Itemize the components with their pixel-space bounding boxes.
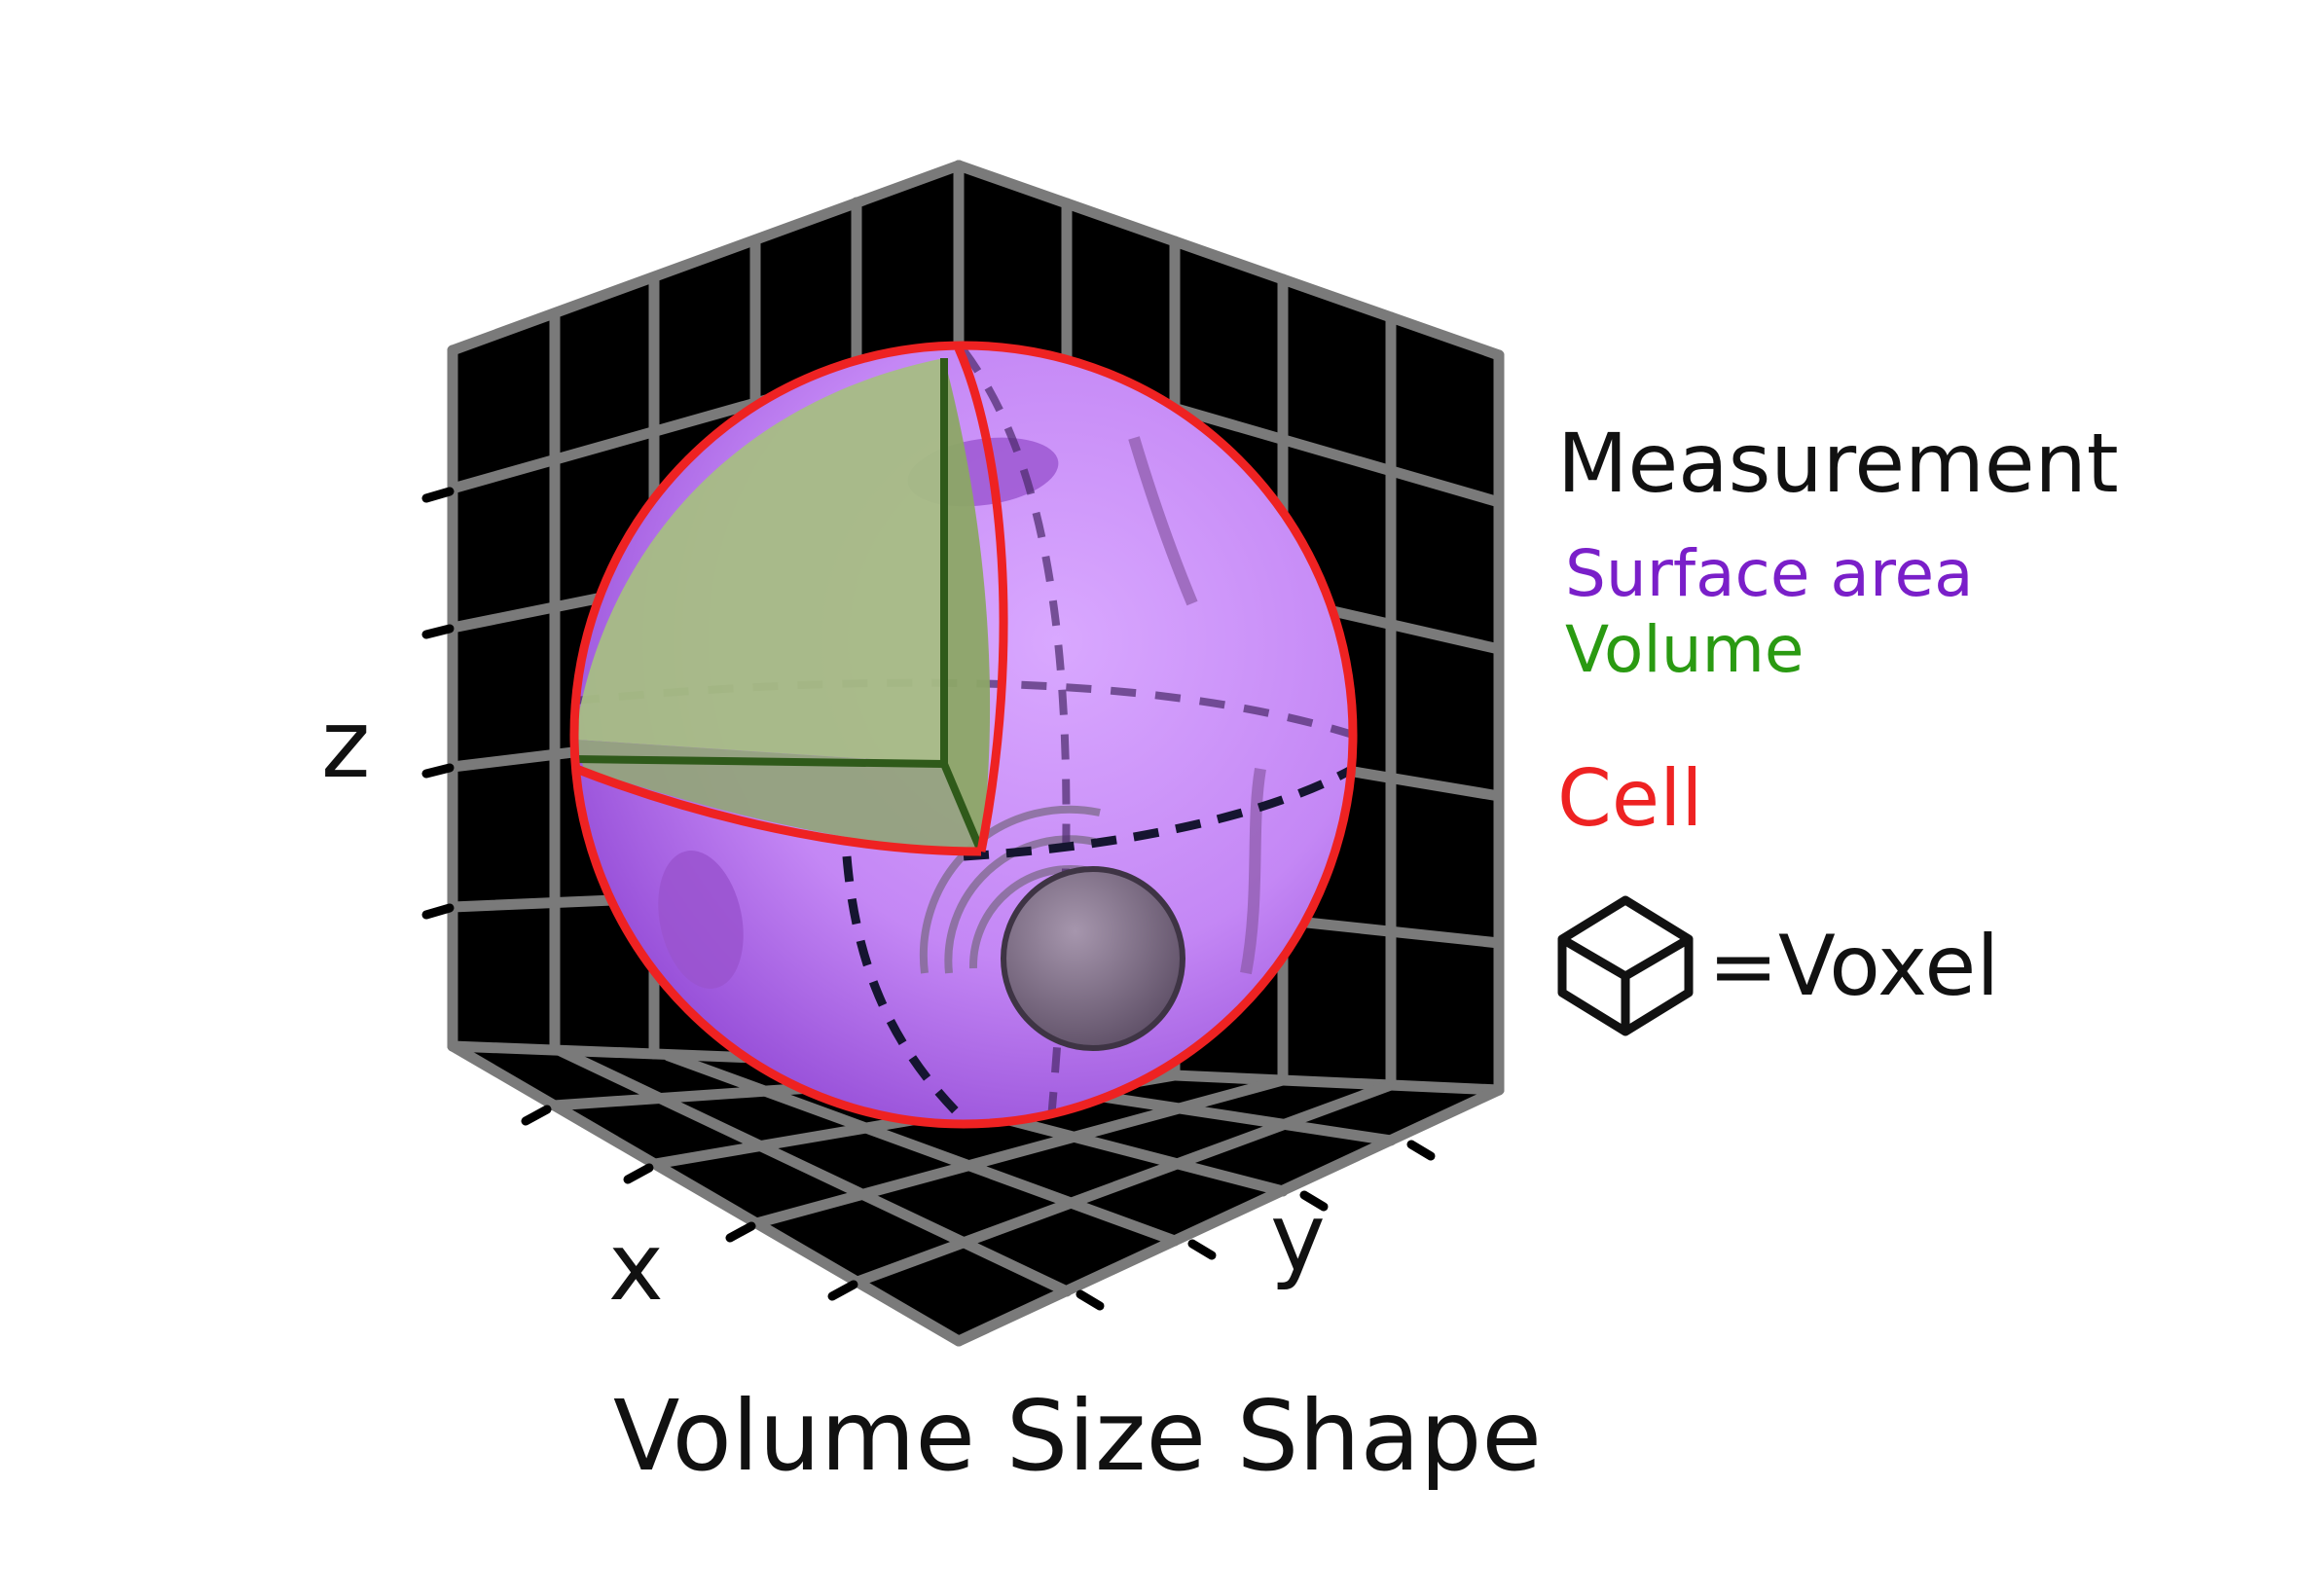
volume-wedge-side [944,358,991,852]
volume-wedge-bottom [574,740,981,852]
legend-surface-area: Surface area [1565,536,1974,611]
axis-label-x: x [608,1213,664,1322]
legend-voxel: =Voxel [1708,918,1999,1015]
diagram-title: Volume Size Shape [613,1379,1542,1493]
axis-label-y: y [1270,1183,1326,1292]
cytoskeleton-strand [1128,436,1198,606]
volume-wedge-front [574,358,944,764]
nucleus [1001,866,1185,1051]
axis-label-z: z [321,690,370,799]
legend-cell: Cell [1557,753,1703,844]
cytoskeleton-strand [1240,768,1266,975]
legend-volume: Volume [1565,612,1804,687]
legend-heading: Measurement [1557,416,2119,511]
mitochondrion-left [658,851,744,989]
legend: Measurement Surface area Volume Cell =Vo… [1557,416,2119,1036]
cell-sphere [569,341,1358,1129]
cube-icon [1557,895,1694,1036]
